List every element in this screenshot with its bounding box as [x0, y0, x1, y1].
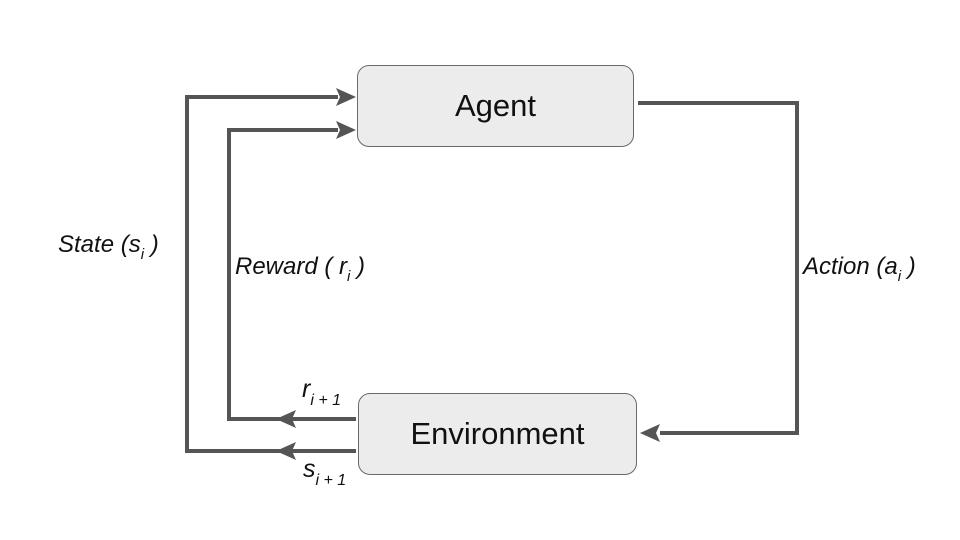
reward-edge-label: Reward ( ri )	[235, 253, 366, 285]
reward-arrow-line	[227, 128, 356, 421]
state-next-label: si + 1	[303, 455, 347, 489]
agent-label: Agent	[454, 88, 536, 123]
state-edge-label: State (si )	[58, 231, 159, 263]
state-arrow-line	[185, 95, 356, 453]
reward-arrowhead-agent	[336, 121, 356, 139]
action-arrowhead-environment	[640, 424, 660, 442]
agent-node: Agent	[357, 65, 634, 147]
environment-label: Environment	[410, 416, 585, 451]
reward-next-label: ri + 1	[302, 375, 342, 409]
environment-node: Environment	[358, 393, 637, 475]
action-edge-label: Action (ai )	[803, 253, 916, 285]
state-arrowhead-agent	[336, 88, 356, 106]
reward-next-arrowhead	[276, 410, 296, 428]
state-next-arrowhead	[276, 442, 296, 460]
action-arrow-line	[638, 101, 799, 435]
